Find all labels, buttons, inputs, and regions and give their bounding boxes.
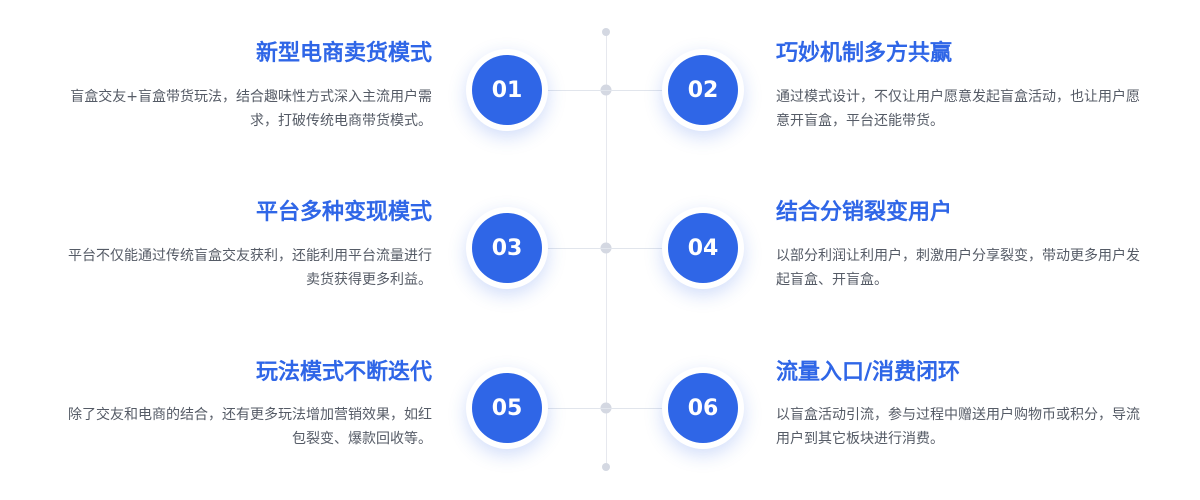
connector-row-1 bbox=[540, 90, 670, 91]
number-badge-03: 03 bbox=[472, 213, 542, 283]
feature-title: 流量入口/消费闭环 bbox=[776, 360, 961, 385]
feature-title: 玩法模式不断迭代 bbox=[255, 360, 432, 385]
feature-description: 平台不仅能通过传统盲盒交友获利，还能利用平台流量进行卖货获得更多利益。 bbox=[68, 248, 432, 288]
feature-description: 盲盒交友+盲盒带货玩法，结合趣味性方式深入主流用户需求，打破传统电商带货模式。 bbox=[70, 89, 432, 129]
number-badge-02: 02 bbox=[668, 55, 738, 125]
timeline-dot-top bbox=[602, 28, 610, 36]
feature-description: 以部分利润让利用户，刺激用户分享裂变，带动更多用户发起盲盒、开盲盒。 bbox=[776, 248, 1140, 288]
feature-description: 除了交友和电商的结合，还有更多玩法增加营销效果，如红包裂变、爆款回收等。 bbox=[68, 407, 432, 447]
number-badge-05: 05 bbox=[472, 373, 542, 443]
number-badge-01: 01 bbox=[472, 55, 542, 125]
feature-title: 新型电商卖货模式 bbox=[255, 41, 432, 66]
feature-title: 平台多种变现模式 bbox=[255, 200, 432, 225]
connector-row-2 bbox=[540, 248, 670, 249]
feature-description: 通过模式设计，不仅让用户愿意发起盲盒活动，也让用户愿意开盲盒，平台还能带货。 bbox=[776, 89, 1140, 129]
number-badge-06: 06 bbox=[668, 373, 738, 443]
feature-title: 结合分销裂变用户 bbox=[776, 200, 953, 225]
connector-row-3 bbox=[540, 408, 670, 409]
number-badge-04: 04 bbox=[668, 213, 738, 283]
timeline-dot-bottom bbox=[602, 463, 610, 471]
feature-description: 以盲盒活动引流，参与过程中赠送用户购物币或积分，导流用户到其它板块进行消费。 bbox=[776, 407, 1140, 447]
feature-title: 巧妙机制多方共赢 bbox=[776, 41, 953, 66]
